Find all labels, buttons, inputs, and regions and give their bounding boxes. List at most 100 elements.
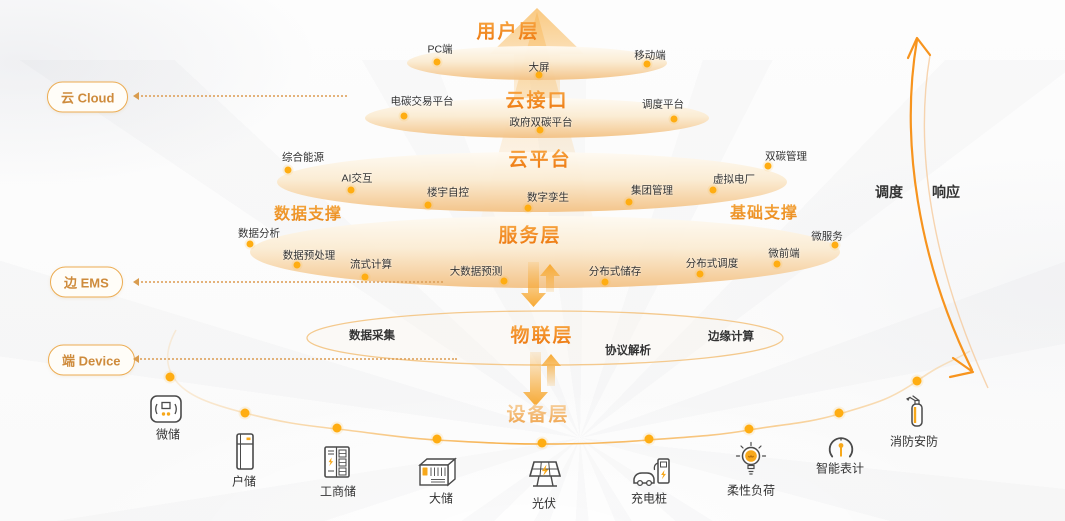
node-dual-carbon-management: 双碳管理 bbox=[765, 150, 807, 163]
device-label-flexible-load: 柔性负荷 bbox=[726, 483, 776, 498]
node-dot bbox=[347, 186, 355, 194]
flow-curve-main bbox=[909, 38, 974, 372]
cloud-platform-title: 云平台 bbox=[508, 145, 571, 172]
node-dot bbox=[246, 240, 254, 248]
arc-dot bbox=[240, 408, 250, 418]
arc-dot bbox=[332, 423, 342, 433]
node-mobile: 移动端 bbox=[634, 49, 666, 62]
arc-dot bbox=[537, 438, 547, 448]
flow-arrowhead-down bbox=[948, 356, 975, 379]
node-gov-dual-carbon-platform: 政府双碳平台 bbox=[509, 116, 573, 129]
node-dot bbox=[524, 204, 532, 212]
node-bigdata-prediction: 大数据预测 bbox=[449, 265, 503, 278]
cloud-interface-title: 云接口 bbox=[505, 86, 568, 113]
node-edge-computing: 边缘计算 bbox=[708, 331, 754, 343]
arc-dot bbox=[165, 372, 175, 382]
node-microservice: 微服务 bbox=[811, 230, 843, 243]
disc-cloud-platform bbox=[277, 152, 787, 212]
node-dot bbox=[361, 273, 369, 281]
flexible-load-icon bbox=[733, 441, 769, 481]
down-arrow-service-to-iot bbox=[521, 262, 546, 307]
device-label-pv: 光伏 bbox=[531, 496, 557, 511]
node-data-preprocessing: 数据预处理 bbox=[282, 249, 336, 262]
iot-layer-title: 物联层 bbox=[510, 321, 573, 348]
node-bigscreen: 大屏 bbox=[528, 61, 550, 74]
disc-user-layer bbox=[407, 46, 667, 80]
node-dot bbox=[536, 126, 544, 134]
node-dot bbox=[831, 241, 839, 249]
badge-edge-ems: 边 EMS bbox=[50, 266, 123, 298]
node-integrated-energy: 综合能源 bbox=[282, 151, 324, 164]
smart-meter-icon bbox=[823, 431, 859, 465]
device-label-commercial-storage: 工商储 bbox=[319, 484, 357, 499]
cloud-connector-arrow bbox=[133, 92, 347, 100]
node-dot bbox=[433, 58, 441, 66]
node-ai-interaction: AI交互 bbox=[341, 172, 373, 185]
arc-dot bbox=[834, 408, 844, 418]
node-digital-twin: 数字孪生 bbox=[527, 191, 569, 204]
data-support-title: 数据支撑 bbox=[274, 200, 342, 224]
badge-end-device: 端 Device bbox=[48, 344, 135, 376]
device-label-ev-charger: 充电桩 bbox=[630, 491, 668, 506]
node-dot bbox=[709, 186, 717, 194]
node-distributed-storage: 分布式储存 bbox=[588, 265, 642, 278]
device-label-home-storage: 户储 bbox=[231, 474, 257, 489]
node-dot bbox=[284, 166, 292, 174]
arc-dot bbox=[744, 424, 754, 434]
node-data-collection: 数据采集 bbox=[349, 330, 395, 342]
flow-arrowhead-up bbox=[906, 36, 932, 60]
commercial-storage-icon bbox=[320, 444, 354, 480]
arc-dot bbox=[644, 434, 654, 444]
up-arrow-device-to-iot bbox=[541, 354, 561, 386]
dispatch-label: 调度 bbox=[875, 184, 903, 200]
device-layer-title: 设备层 bbox=[506, 400, 569, 427]
node-dot bbox=[400, 112, 408, 120]
node-carbon-trading-platform: 电碳交易平台 bbox=[390, 95, 454, 108]
home-storage-icon bbox=[232, 432, 258, 472]
node-dispatch-platform: 调度平台 bbox=[642, 98, 684, 111]
response-label: 响应 bbox=[932, 184, 960, 200]
node-pc: PC端 bbox=[427, 43, 453, 56]
fire-safety-icon bbox=[901, 392, 931, 432]
node-dot bbox=[424, 201, 432, 209]
micro-storage-icon bbox=[149, 394, 183, 424]
node-stream-computing: 流式计算 bbox=[350, 258, 392, 271]
node-dot bbox=[535, 71, 543, 79]
node-dot bbox=[696, 270, 704, 278]
grid-storage-icon bbox=[414, 456, 460, 488]
disc-cloud-interface bbox=[365, 98, 709, 138]
device-label-grid-storage: 大储 bbox=[428, 491, 454, 506]
disc-service-layer bbox=[250, 216, 840, 288]
base-support-title: 基础支撑 bbox=[730, 199, 798, 223]
arc-dot bbox=[912, 376, 922, 386]
up-arrow-iot-to-service bbox=[540, 264, 560, 292]
device-label-micro-storage: 微储 bbox=[155, 427, 181, 442]
edge-connector-arrow bbox=[133, 278, 443, 286]
node-distributed-dispatch: 分布式调度 bbox=[685, 257, 739, 270]
service-layer-title: 服务层 bbox=[498, 221, 561, 248]
down-arrow-iot-to-device bbox=[523, 352, 548, 406]
device-connector-arrow bbox=[133, 355, 457, 363]
node-dot bbox=[643, 60, 651, 68]
arc-dot bbox=[432, 434, 442, 444]
badge-cloud: 云 Cloud bbox=[47, 81, 129, 113]
node-building-automation: 楼宇自控 bbox=[427, 186, 469, 199]
device-label-smart-meter: 智能表计 bbox=[815, 461, 865, 476]
node-dot bbox=[773, 260, 781, 268]
node-dot bbox=[764, 162, 772, 170]
node-dot bbox=[670, 115, 678, 123]
node-dot bbox=[601, 278, 609, 286]
user-layer-title: 用户层 bbox=[476, 17, 539, 44]
node-dot bbox=[293, 261, 301, 269]
node-micro-frontend: 微前端 bbox=[768, 247, 800, 260]
node-group-management: 集团管理 bbox=[631, 184, 673, 197]
node-protocol-parsing: 协议解析 bbox=[605, 345, 651, 357]
pv-solar-icon bbox=[525, 457, 565, 491]
node-virtual-power-plant: 虚拟电厂 bbox=[713, 173, 755, 186]
node-dot bbox=[625, 198, 633, 206]
ev-charger-icon bbox=[631, 454, 673, 488]
node-data-analysis: 数据分析 bbox=[238, 227, 280, 240]
node-dot bbox=[500, 277, 508, 285]
